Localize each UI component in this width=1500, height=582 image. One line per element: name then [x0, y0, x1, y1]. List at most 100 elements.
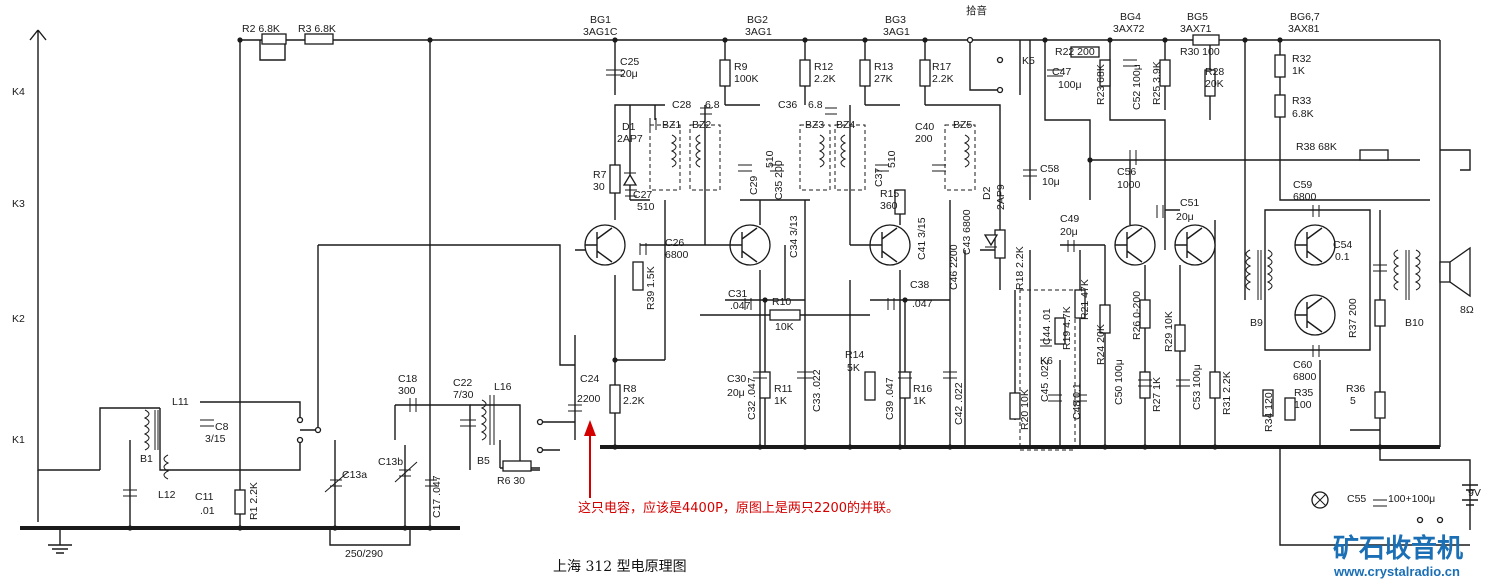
- label-r8: R8: [623, 383, 637, 395]
- label-r11: R11: [774, 383, 793, 395]
- label-c46: C46 2200: [948, 244, 960, 290]
- label-r15: R15: [880, 188, 899, 200]
- watermark-url: www.crystalradio.cn: [1333, 564, 1460, 579]
- label-c25: C25: [620, 56, 639, 68]
- label-c34: C34 3/13: [788, 215, 800, 258]
- label-r11-value: 1K: [774, 395, 787, 407]
- label-c43: C43 6800: [961, 209, 973, 255]
- label-c22-value: 7/30: [453, 389, 474, 401]
- t2-type: 3AG1: [745, 26, 772, 38]
- label-c18: C18: [398, 373, 417, 385]
- switch-label-k1: K1: [12, 434, 25, 446]
- label-c32: C32 .047: [746, 377, 758, 420]
- label-r7-value: 30: [593, 181, 605, 193]
- wiring: [20, 29, 1471, 554]
- label-b9: B9: [1250, 317, 1263, 329]
- label-r35: R35: [1294, 387, 1313, 399]
- label-r9: R9: [734, 61, 748, 73]
- t6-name: BG6,7: [1290, 11, 1320, 23]
- label-c25-value: 20μ: [620, 68, 638, 80]
- label-c51: C51: [1180, 197, 1199, 209]
- transistors: [584, 224, 1336, 336]
- t1-name: BG1: [590, 14, 611, 26]
- label-c52: C52 100μ: [1131, 64, 1143, 110]
- label-r34: R34 120: [1263, 392, 1275, 432]
- label-c60: C60: [1293, 359, 1312, 371]
- label-c28-value: 6.8: [705, 99, 720, 111]
- diagram-title: 上海 312 型电原理图: [553, 559, 687, 575]
- label-r23: R23 68K: [1095, 64, 1107, 105]
- label-battery: 9V: [1468, 487, 1481, 499]
- label-c31: C31: [728, 288, 747, 300]
- label-c38-value: .047: [912, 298, 933, 310]
- label-r10: R10: [772, 296, 791, 308]
- label-r33-value: 6.8K: [1292, 108, 1314, 120]
- label-c39: C39 .047: [884, 377, 896, 420]
- label-bz3: BZ3: [805, 119, 824, 131]
- label-c18-value: 300: [398, 385, 416, 397]
- label-r29: R29 10K: [1163, 311, 1175, 352]
- label-r37: R37 200: [1347, 298, 1359, 338]
- label-l16: L16: [494, 381, 512, 393]
- label-c35: C35 200: [773, 160, 785, 200]
- label-c60-value: 6800: [1293, 371, 1317, 383]
- capacitors: [123, 59, 1387, 507]
- label-c42: C42 .022: [953, 382, 965, 425]
- resistors: [234, 33, 1389, 515]
- label-c11-value: .01: [200, 505, 215, 517]
- label-r7: R7: [593, 169, 607, 181]
- label-l12: L12: [158, 489, 176, 501]
- label-d2: D2: [981, 186, 993, 200]
- label-k6: K6: [1040, 355, 1053, 367]
- label-bz5: BZ5: [953, 119, 972, 131]
- label-r26: R26 0-200: [1131, 291, 1143, 340]
- label-r3: R3 6.8K: [298, 23, 336, 35]
- junction-dots: [127, 37, 1383, 531]
- label-c8: C8: [215, 421, 229, 433]
- watermark: 矿石收音机 www.crystalradio.cn: [1333, 533, 1463, 579]
- t4-type: 3AX72: [1113, 23, 1145, 35]
- label-r31: R31 2.2K: [1221, 371, 1233, 415]
- label-c49-value: 20μ: [1060, 226, 1078, 238]
- label-c22: C22: [453, 377, 472, 389]
- label-r21: R21 47K: [1079, 279, 1091, 320]
- label-c36: C36: [778, 99, 797, 111]
- label-c37: C37: [873, 168, 885, 187]
- label-c44: C44 .01: [1041, 308, 1053, 345]
- switch-label-k2: K2: [12, 313, 25, 325]
- label-c27-value: 510: [637, 201, 655, 213]
- label-c13b: C13b: [378, 456, 403, 468]
- transistor-labels: BG1 3AG1C BG2 3AG1 BG3 3AG1 BG4 3AX72 BG…: [583, 11, 1320, 38]
- label-r2: R2 6.8K: [242, 23, 280, 35]
- label-r14: R14: [845, 349, 864, 361]
- label-r36: R36: [1346, 383, 1365, 395]
- diodes: [622, 172, 999, 248]
- label-r13-value: 27K: [874, 73, 893, 85]
- label-c47: C47: [1052, 66, 1071, 78]
- label-c8-value: 3/15: [205, 433, 226, 445]
- label-c45: C45 .022: [1039, 359, 1051, 402]
- label-r18: R18 2.2K: [1014, 246, 1026, 290]
- annotation-note: 这只电容，应该是4400P，原图上是两只2200的并联。: [578, 500, 899, 516]
- label-c37-value: 510: [886, 150, 898, 168]
- label-c24-value: 2200: [577, 393, 601, 405]
- switch-label-k3: K3: [12, 198, 25, 210]
- t2-name: BG2: [747, 14, 768, 26]
- label-r15-value: 360: [880, 200, 898, 212]
- t4-name: BG4: [1120, 11, 1141, 23]
- label-c54: C54: [1333, 239, 1352, 251]
- battery-switch: [1311, 484, 1478, 524]
- watermark-text: 矿石收音机: [1333, 533, 1463, 564]
- label-r16: R16: [913, 383, 932, 395]
- label-r13: R13: [874, 61, 893, 73]
- label-r6: R6 30: [497, 475, 525, 487]
- label-b10: B10: [1405, 317, 1424, 329]
- label-r30: R30 100: [1180, 46, 1220, 58]
- label-k5: K5: [1022, 55, 1035, 67]
- label-d2-type: 2AP9: [995, 184, 1007, 210]
- label-c58: C58: [1040, 163, 1059, 175]
- label-c47-value: 100μ: [1058, 79, 1082, 91]
- label-r35-value: 100: [1294, 399, 1312, 411]
- label-r1: R1 2.2K: [248, 482, 260, 520]
- label-r10-value: 10K: [775, 321, 794, 333]
